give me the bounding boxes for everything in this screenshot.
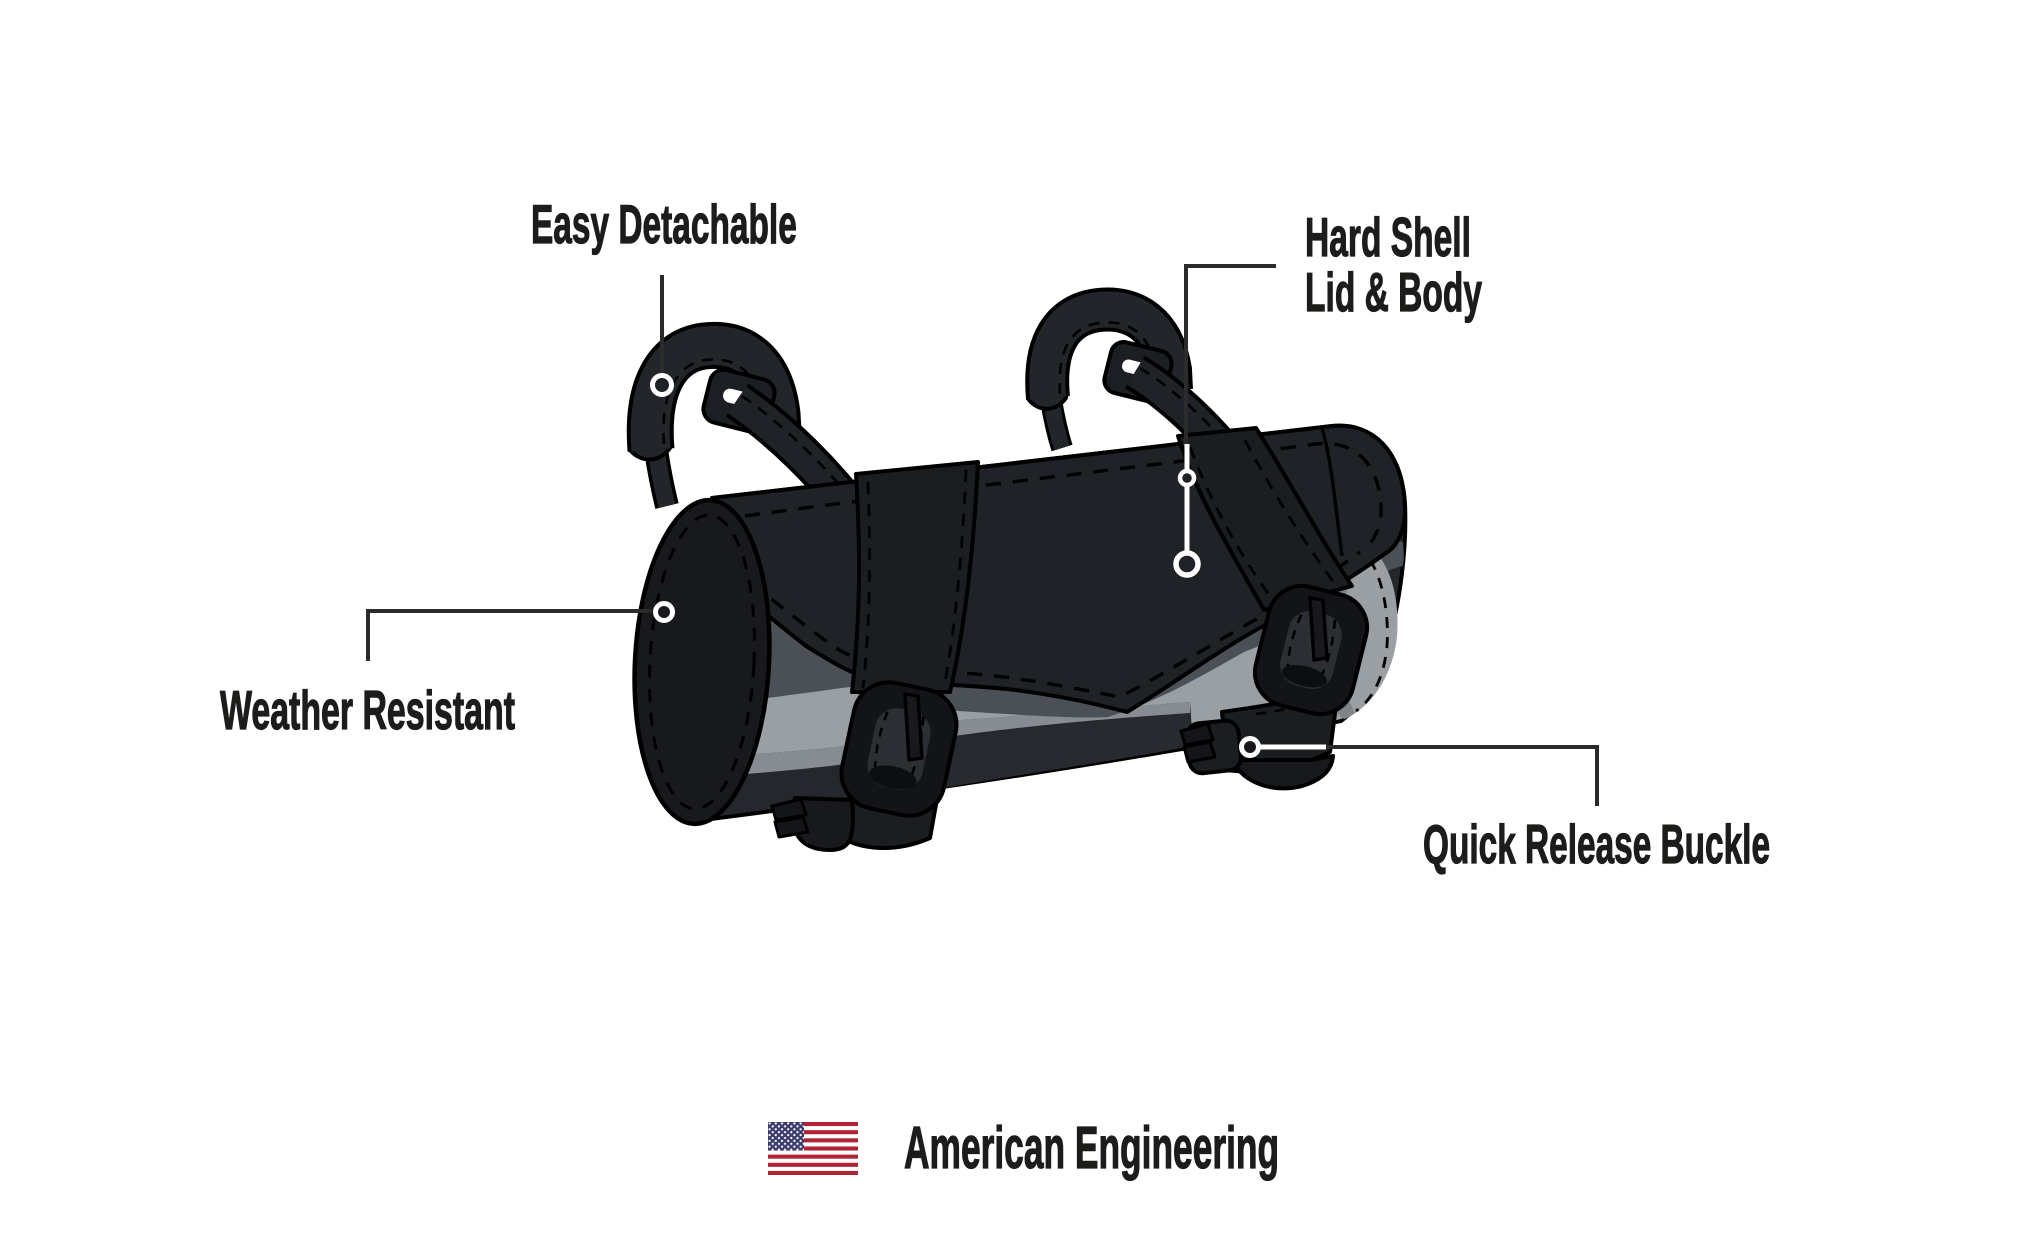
us-flag-icon-stripes bbox=[768, 1122, 858, 1127]
us-flag-icon-stars bbox=[768, 1138, 858, 1143]
right-strap-end-wrap bbox=[1230, 754, 1335, 791]
right-front-strap-stitch-left bbox=[1188, 446, 1278, 605]
leader-easy-detachable bbox=[650, 275, 674, 397]
leader-easy-detachable-dot bbox=[650, 373, 674, 397]
right-mount-strap-hook-arc bbox=[1029, 291, 1189, 400]
leader-quick-release-dot bbox=[1239, 736, 1261, 758]
left-mount-strap-hook-stitch bbox=[662, 358, 763, 445]
left-buckle bbox=[839, 680, 959, 818]
leader-weather-resistant-dot bbox=[653, 601, 675, 623]
callout-hard-shell: Hard Shell Lid & Body bbox=[1305, 209, 1595, 323]
right-buckle-shadow bbox=[1282, 665, 1327, 688]
us-flag-icon-stars bbox=[768, 1122, 804, 1151]
right-front-strap bbox=[1176, 426, 1354, 612]
callout-easy-detachable: Easy Detachable bbox=[531, 193, 968, 255]
left-front-strap-face bbox=[850, 460, 980, 694]
us-flag-icon-part-8 bbox=[768, 1170, 858, 1175]
callout-hard-shell-line1: Hard Shell bbox=[1305, 206, 1472, 268]
callout-easy-detachable-label: Easy Detachable bbox=[531, 193, 798, 255]
leader-quick-release-line bbox=[1324, 745, 1599, 806]
bag-left-end-cap-stitch bbox=[648, 513, 756, 811]
footer-text-label: American Engineering bbox=[904, 1115, 1280, 1181]
left-front-strap bbox=[850, 460, 980, 694]
right-buckle-prong bbox=[1308, 596, 1329, 662]
callout-quick-release-buckle-label: Quick Release Buckle bbox=[1423, 813, 1771, 875]
left-buckle-prong-bar bbox=[903, 692, 924, 762]
left-front-strap-stitch-right bbox=[942, 469, 968, 689]
us-flag-icon-part-7 bbox=[768, 1162, 858, 1167]
left-strap-end-tip-upper bbox=[770, 797, 808, 822]
leader-quick-release bbox=[1239, 736, 1599, 806]
left-buckle-window-stitch-left bbox=[873, 711, 889, 780]
left-strap-end-tip-lower bbox=[773, 815, 810, 839]
right-buckle-window-stitch-right bbox=[1315, 619, 1337, 687]
leader-hard-shell-dot bbox=[1173, 550, 1201, 578]
footer-american-engineering: American Engineering bbox=[904, 1115, 1530, 1181]
callout-hard-shell-line2: Lid & Body bbox=[1305, 261, 1483, 323]
left-buckle-prong bbox=[903, 692, 924, 762]
left-front-strap-stitch-left bbox=[861, 481, 871, 689]
right-front-strap-stitch-right bbox=[1243, 439, 1340, 589]
us-flag-icon-part-6 bbox=[768, 1154, 858, 1159]
callout-weather-resistant-label: Weather Resistant bbox=[220, 679, 516, 741]
leader-weather-resistant-line bbox=[366, 609, 652, 661]
right-strap-end-tip-lower bbox=[1182, 740, 1217, 764]
callout-weather-resistant: Weather Resistant bbox=[220, 679, 699, 741]
us-flag-icon-canton bbox=[768, 1130, 858, 1135]
bag-body-bottom-shadow bbox=[938, 713, 1192, 789]
leader-hard-shell-dot-small bbox=[1177, 468, 1197, 488]
bag-left-end-cap bbox=[632, 497, 772, 827]
bag-body-gray-shade bbox=[710, 702, 1190, 777]
us-flag-icon-stripes-group bbox=[768, 1122, 858, 1175]
bag-lid-flap-dome-seam bbox=[1320, 427, 1344, 557]
right-front-strap-face bbox=[1176, 426, 1354, 612]
leader-weather-resistant bbox=[366, 601, 675, 661]
us-flag-icon bbox=[768, 1122, 858, 1175]
right-buckle-prong-bar bbox=[1308, 596, 1329, 662]
right-mount-strap-hook-stitch bbox=[1058, 321, 1156, 395]
leader-hard-shell bbox=[1173, 264, 1276, 578]
leader-hard-shell-line bbox=[1184, 264, 1276, 447]
left-buckle-shadow bbox=[869, 765, 917, 790]
bag-left-end-cap-face bbox=[632, 497, 772, 827]
us-flag-icon-part-5 bbox=[768, 1146, 858, 1151]
bag-body-right-end-stitch bbox=[1355, 559, 1389, 713]
left-mount-strap-hook-strap-stitch bbox=[741, 394, 874, 527]
callout-quick-release-buckle: Quick Release Buckle bbox=[1423, 813, 1995, 875]
right-strap-end-tip-upper bbox=[1179, 722, 1215, 747]
